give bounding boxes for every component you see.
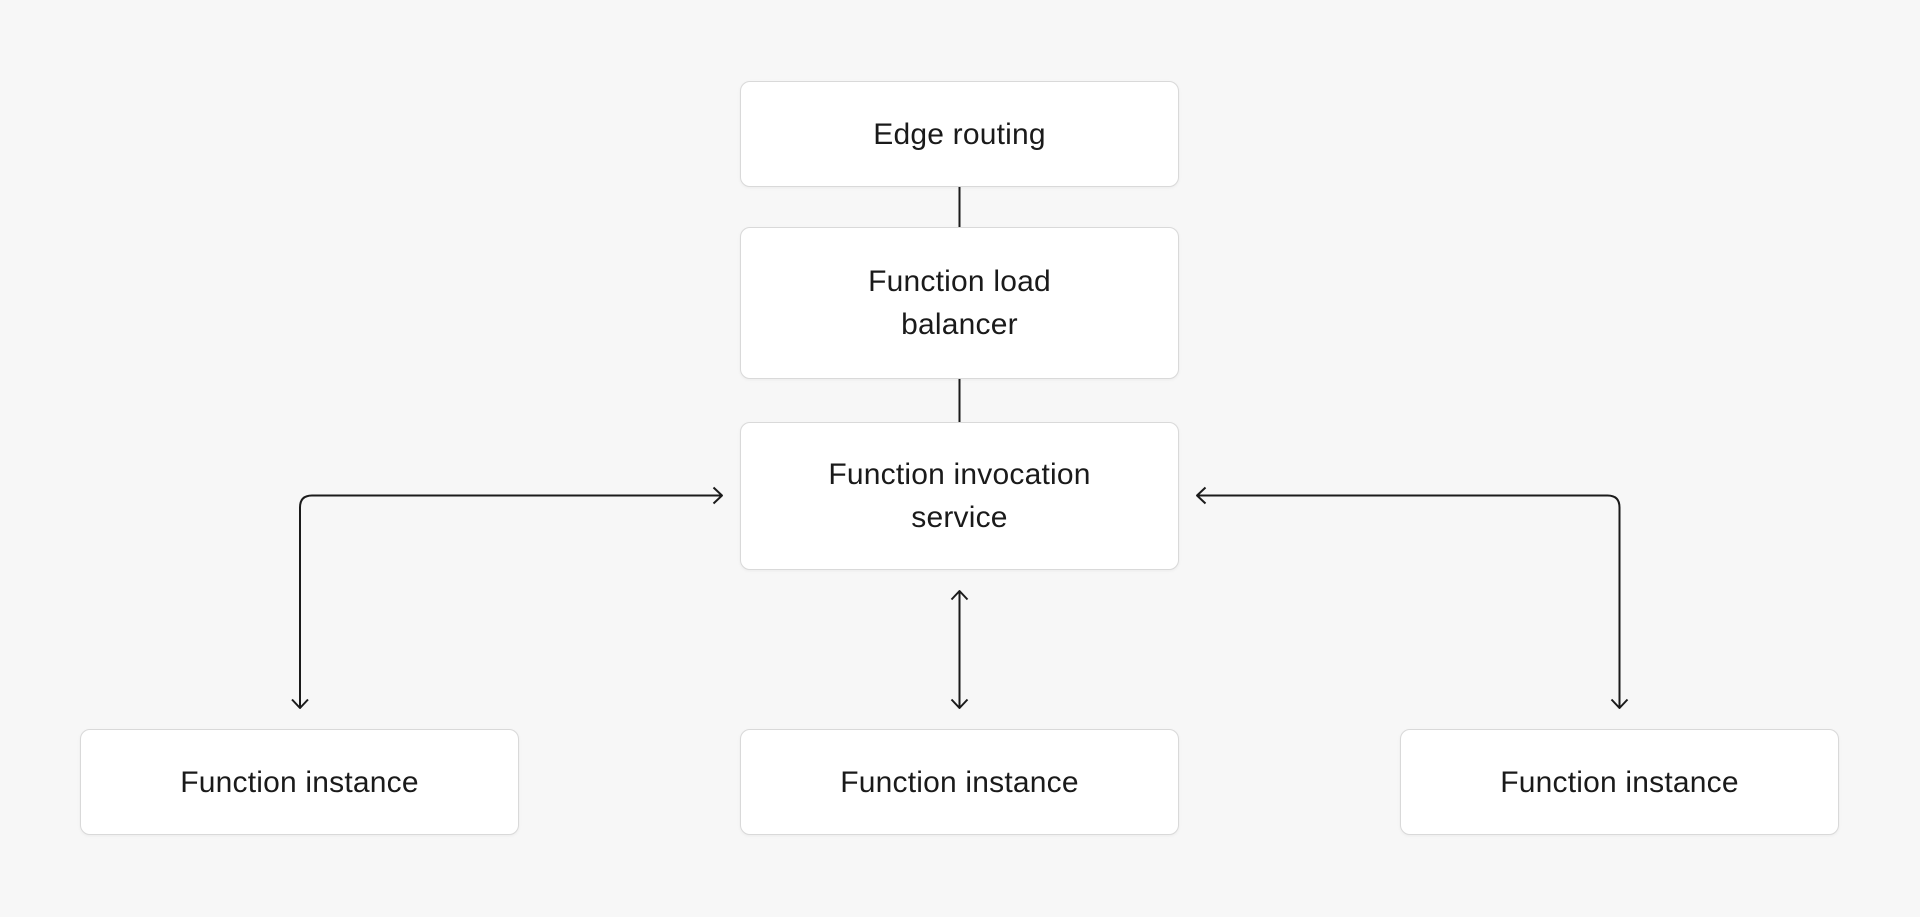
arrowhead-up-icon <box>950 590 969 601</box>
node-function-instance-left: Function instance <box>80 729 519 835</box>
node-function-invocation-service: Function invocation service <box>740 422 1179 570</box>
arrowhead-right-icon <box>712 486 723 505</box>
node-label: Function instance <box>840 765 1079 799</box>
arrowhead-down-icon <box>950 698 969 709</box>
arrowhead-down-icon <box>1610 698 1629 709</box>
node-edge-routing: Edge routing <box>740 81 1179 187</box>
node-label: Function invocation service <box>828 458 1091 534</box>
arrowhead-left-icon <box>1196 486 1207 505</box>
node-label: Edge routing <box>873 117 1046 151</box>
connector-invocation-service-to-instance-left <box>291 486 723 709</box>
node-function-load-balancer: Function load balancer <box>740 227 1179 379</box>
node-label: Function instance <box>1500 765 1739 799</box>
node-label: Function load balancer <box>868 265 1051 341</box>
arrowhead-down-icon <box>291 698 309 709</box>
node-function-instance-center: Function instance <box>740 729 1179 835</box>
connector-invocation-service-to-instance-center <box>950 590 969 709</box>
node-label: Function instance <box>180 765 419 799</box>
node-function-instance-right: Function instance <box>1400 729 1839 835</box>
connector-invocation-service-to-instance-right <box>1196 486 1629 709</box>
